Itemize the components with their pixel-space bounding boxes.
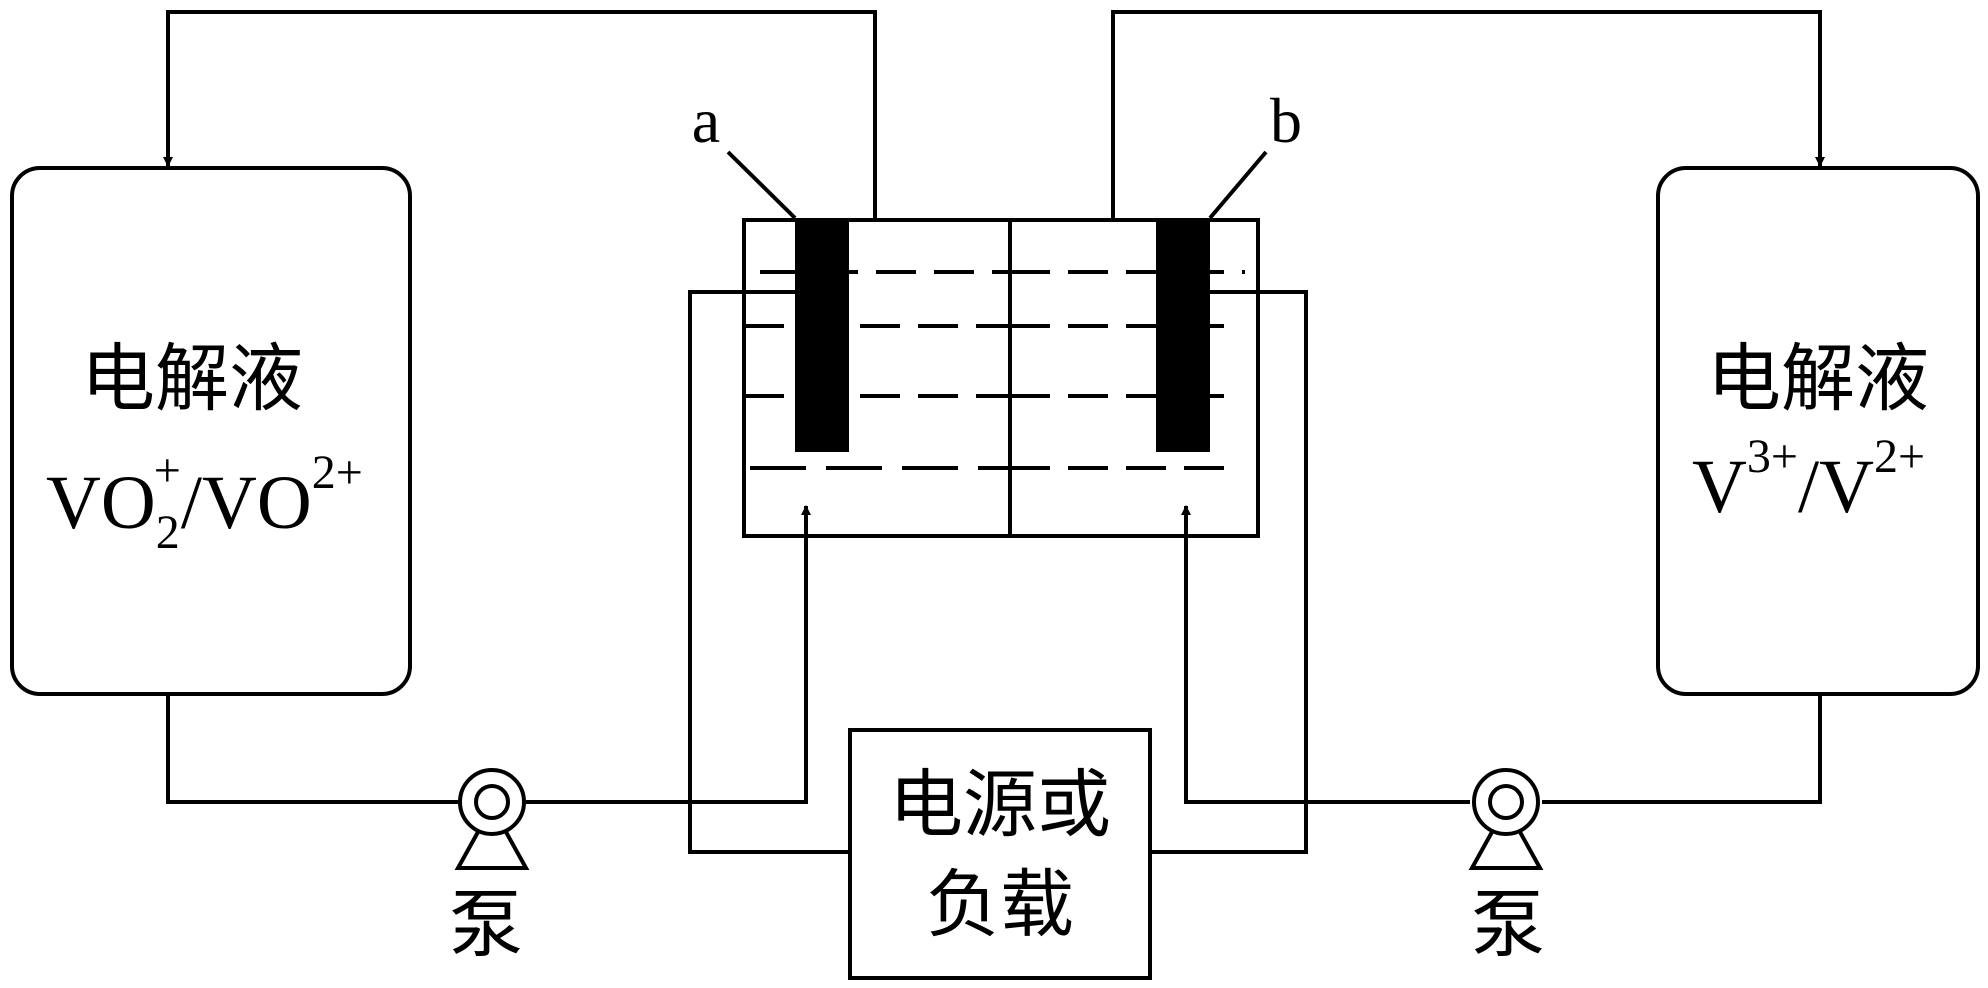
external-circuit-wires — [688, 290, 1308, 854]
left-tank-title: 电解液 — [81, 336, 303, 422]
left-tank-species: VO2+/VO2+ — [46, 444, 363, 559]
electrolytic-cell — [742, 218, 1260, 538]
power-label-line2: 负载 — [926, 862, 1074, 948]
power-label-line1: 电源或 — [889, 762, 1111, 848]
right-pump: 泵 — [1468, 768, 1545, 968]
right-pump-label: 泵 — [1471, 882, 1545, 968]
right-electrolyte-tank: 电解液 V3+/V2+ — [1656, 166, 1980, 696]
power-source-or-load: 电源或 负载 — [848, 728, 1152, 980]
electrode-b — [1156, 220, 1210, 452]
electrode-a-label: a — [692, 85, 720, 156]
electrode-b-label: b — [1270, 85, 1302, 156]
right-tank-species: V3+/V2+ — [1692, 430, 1925, 529]
left-pump: 泵 — [449, 768, 530, 968]
right-tank-title: 电解液 — [1707, 336, 1929, 422]
return-pipes — [163, 10, 1825, 218]
supply-pipes — [166, 505, 1822, 804]
electrode-labels: a b — [692, 85, 1302, 220]
left-pump-label: 泵 — [449, 882, 523, 968]
left-electrolyte-tank: 电解液 VO2+/VO2+ — [10, 166, 412, 696]
electrode-a — [795, 220, 849, 452]
